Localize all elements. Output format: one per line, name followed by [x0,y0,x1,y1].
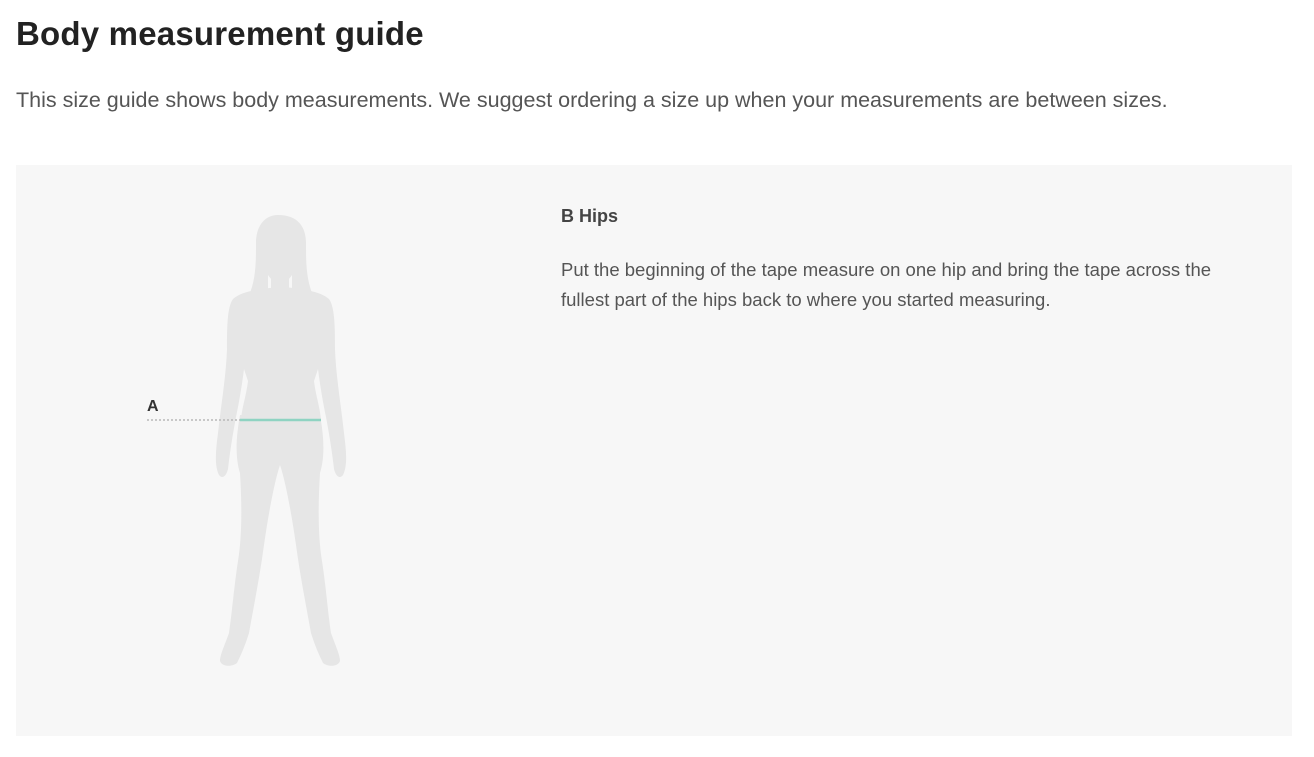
intro-text: This size guide shows body measurements.… [16,88,1168,112]
marker-label: A [147,398,159,415]
measurement-description: Put the beginning of the tape measure on… [561,259,1212,310]
measurement-panel: A B Hips Put the beginning of the tape m… [16,165,1292,736]
page-title: Body measurement guide [16,15,424,52]
measurement-title: B Hips [561,206,619,226]
body-figure: A [16,165,536,736]
body-silhouette-icon [147,215,347,666]
